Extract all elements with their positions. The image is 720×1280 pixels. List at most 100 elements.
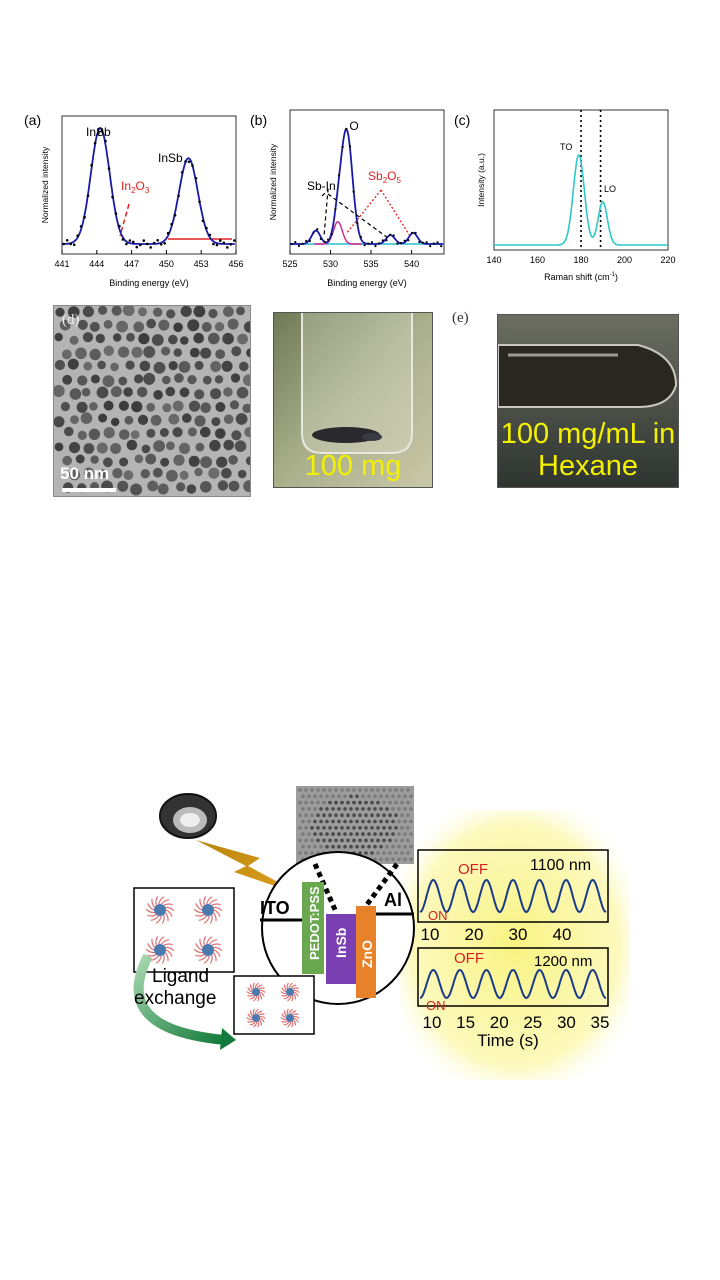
hrtem-lattice-dot — [319, 832, 323, 836]
hrtem-lattice-dot — [322, 826, 326, 830]
panel-b-tick-label: 525 — [282, 259, 297, 269]
panel-b-sb2o5-label: Sb2O5 — [368, 169, 401, 185]
panel-c-xlabel: Raman shift (cm-1) — [544, 272, 618, 282]
trace-tick-label: 30 — [509, 925, 528, 944]
trace1-frame — [417, 849, 609, 923]
ligand-chain — [281, 987, 287, 993]
trace-tick-label: 20 — [465, 925, 484, 944]
tem-particle — [158, 319, 170, 331]
hrtem-lattice-dot — [304, 826, 308, 830]
panel-a-point — [79, 225, 83, 228]
panel-b-point — [301, 242, 304, 245]
ligand-chain — [195, 903, 203, 911]
hrtem-lattice-dot — [367, 819, 371, 824]
hrtem-lattice-dot — [349, 832, 353, 836]
trace1-line — [419, 878, 607, 914]
tem-particle — [172, 400, 184, 412]
hrtem-lattice-dot — [352, 800, 356, 805]
tem-particle — [180, 306, 192, 317]
hrtem-lattice-dot — [301, 807, 305, 811]
hrtem-lattice-dot — [310, 813, 314, 817]
tem-particle — [157, 483, 169, 495]
hrtem-lattice-dot — [382, 813, 386, 817]
tem-particle — [165, 386, 176, 397]
panel-b-fit-line — [290, 128, 444, 245]
hrtem-lattice-dot — [316, 826, 320, 830]
panel-b-letter: (b) — [250, 112, 268, 128]
tem-particle — [54, 359, 65, 371]
tem-particle — [130, 483, 143, 496]
trace1-wavelength: 1100 nm — [530, 857, 591, 874]
tem-particle — [215, 428, 226, 439]
panel-a-point — [177, 194, 180, 198]
hrtem-lattice-dot — [385, 857, 389, 862]
tem-particle — [242, 374, 250, 386]
ligand-chain — [259, 1015, 266, 1019]
ligand-chain — [213, 906, 223, 912]
trace2-off-label: OFF — [454, 950, 484, 967]
ligand-chain — [195, 943, 203, 951]
hrtem-lattice-dot — [343, 844, 347, 849]
panel-a-point — [226, 246, 229, 249]
panel-a-point — [65, 239, 69, 242]
panel-a-point — [86, 194, 90, 198]
hrtem-lattice-dot — [382, 838, 386, 843]
hrtem-lattice-dot — [409, 857, 413, 862]
hrtem-lattice-dot — [400, 851, 404, 855]
tem-particle — [188, 455, 200, 467]
tem-particle — [69, 388, 82, 400]
tem-particle — [110, 386, 122, 398]
tem-particle — [245, 456, 250, 466]
ligand-chain — [247, 987, 253, 993]
tem-particle — [75, 454, 85, 464]
ligand-chain — [256, 984, 263, 989]
panel-b-point — [370, 241, 373, 244]
hrtem-lattice-dot — [409, 794, 413, 799]
tem-particle — [208, 308, 218, 319]
panel-a-point — [90, 163, 93, 167]
hrtem-lattice-dot — [394, 788, 398, 792]
tem-particle — [88, 428, 101, 440]
hrtem-lattice-dot — [358, 813, 362, 817]
trace-tick-label: 40 — [553, 925, 572, 944]
panel-a-point — [191, 164, 194, 167]
hrtem-lattice-dot — [367, 807, 371, 811]
hrtem-lattice-dot — [367, 794, 371, 799]
panel-a-point — [212, 242, 215, 246]
tem-particle — [131, 346, 143, 358]
hrtem-lattice-dot — [376, 838, 380, 843]
tem-particle — [70, 415, 79, 424]
tem-particle — [124, 415, 134, 425]
panel-a-point — [180, 171, 184, 174]
panel-a-point — [163, 242, 166, 245]
ligand-chain — [165, 946, 175, 952]
panel-a-point — [93, 141, 97, 145]
ligand-chain — [281, 1020, 288, 1023]
hrtem-lattice-dot — [409, 832, 413, 836]
hrtem-lattice-dot — [358, 851, 362, 855]
panel-b-xlabel: Binding energy (eV) — [327, 278, 407, 288]
ligand-chain — [206, 936, 213, 945]
hrtem-lattice-dot — [337, 807, 341, 811]
panel-d-letter: (d) — [62, 312, 80, 328]
ligand-chain — [281, 994, 288, 997]
tem-particle — [215, 402, 226, 412]
ligand-box-after — [233, 975, 315, 1035]
panel-a-point — [142, 239, 146, 242]
panel-b-point — [319, 237, 322, 240]
hrtem-lattice-dot — [325, 819, 329, 824]
tem-particle — [89, 402, 98, 411]
lamp-icon — [159, 793, 217, 839]
panel-b-frame — [289, 109, 445, 255]
ligand-label-line2: exchange — [134, 988, 216, 1009]
panel-b-point — [308, 239, 311, 243]
tem-particle — [55, 307, 65, 317]
tem-particle — [111, 306, 122, 316]
tem-particle — [77, 319, 88, 330]
tem-particle — [221, 468, 232, 479]
tem-particle — [236, 306, 245, 316]
panel-b-tick-label: 530 — [323, 259, 338, 269]
ligand-chain — [293, 991, 299, 997]
